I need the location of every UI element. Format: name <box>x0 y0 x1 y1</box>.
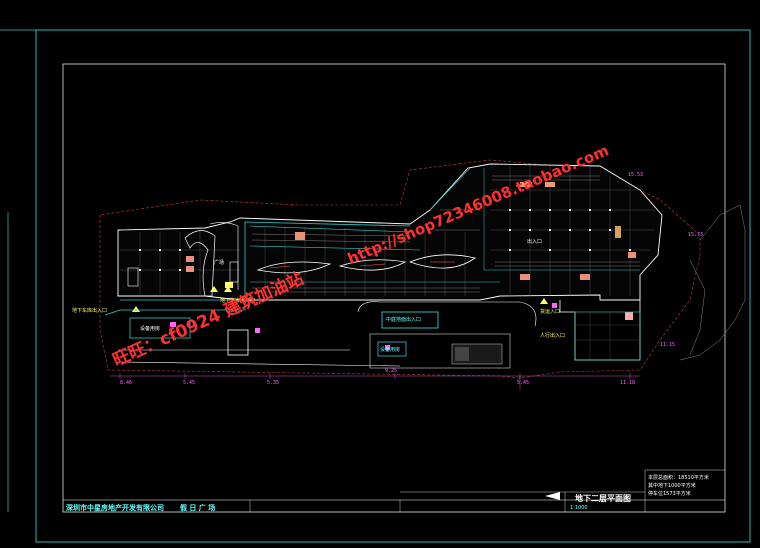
title-scale: 1:1000 <box>570 505 588 511</box>
dim-5: 8.46 <box>120 380 133 386</box>
dim-2: 11.18 <box>620 380 636 386</box>
dimension-lines <box>110 373 640 390</box>
area-note-3: 停车位1573平方米 <box>648 491 691 497</box>
label-entrance-c: 货运入口 <box>540 309 561 315</box>
color-markers <box>132 182 636 350</box>
label-room-b: 设备用房 <box>380 347 401 353</box>
dim-6: 5.45 <box>183 380 196 386</box>
label-room-a: 设备用房 <box>140 326 161 332</box>
title-sheet: 地下二层平面图 <box>575 494 631 503</box>
dim-9: 11.15 <box>660 342 676 348</box>
plaza-curve <box>184 230 216 297</box>
area-note-1: 本层总面积：18510平方米 <box>648 475 709 481</box>
label-entrance-a: 地下车库出入口 <box>72 308 108 314</box>
label-entrance-b: 地下车库出入口 <box>220 298 256 304</box>
lower-zone-outline <box>104 300 246 316</box>
label-corridor: 中庭地面出入口 <box>386 317 422 323</box>
dim-4: 15.73 <box>688 232 704 238</box>
dim-1: 9.25 <box>385 368 398 374</box>
title-project: 假 日 广 场 <box>180 504 216 512</box>
label-entrance-d: 出入口 <box>527 239 543 245</box>
structural-lines <box>120 221 411 301</box>
label-ramp: 人行出入口 <box>540 333 566 339</box>
label-plaza: 广场 <box>214 260 225 266</box>
columns <box>139 209 631 271</box>
sheet-frame-outer <box>35 29 751 543</box>
title-company: 深圳市中星房地产开发有限公司 <box>66 504 164 512</box>
dim-3: 15.53 <box>628 172 644 178</box>
area-note-2: 其中地下1000平方米 <box>648 483 696 489</box>
sheet-frame-inner <box>62 63 726 513</box>
dim-7: 5.35 <box>267 380 280 386</box>
atrium-voids <box>256 254 476 274</box>
parking-stalls <box>251 175 640 293</box>
dim-8: 5.45 <box>517 380 530 386</box>
